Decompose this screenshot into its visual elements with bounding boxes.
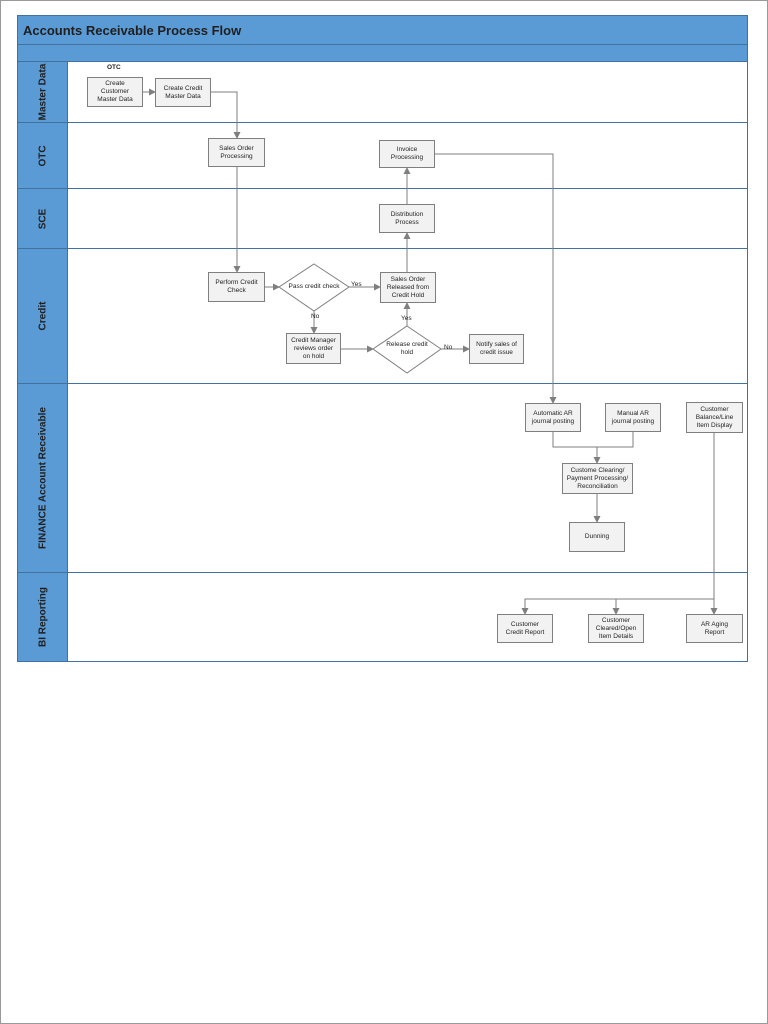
edge-label-yes: Yes — [401, 315, 412, 322]
node-create-credit-master: Create Credit Master Data — [155, 78, 211, 107]
decision-pass-credit-shape — [278, 263, 350, 312]
header-sub-bar — [17, 45, 748, 62]
title-bar: Accounts Receivable Process Flow — [17, 15, 748, 45]
node-so-released-from-hold: Sales Order Released from Credit Hold — [380, 272, 436, 303]
lane-sce: SCE — [17, 189, 748, 249]
node-manual-ar-posting: Manual AR journal posting — [605, 403, 661, 432]
diagram-title: Accounts Receivable Process Flow — [23, 23, 242, 38]
edge-ar-merge — [552, 432, 634, 448]
node-sales-order-processing: Sales Order Processing — [208, 138, 265, 167]
lane-header: FINANCE Account Receivable — [18, 384, 68, 572]
lane-header: BI Reporting — [18, 573, 68, 661]
lane-header: Master Data — [18, 62, 68, 122]
edge-credit-to-sales-order — [211, 91, 241, 139]
node-create-customer-master: Create Customer Master Data — [87, 77, 143, 107]
lane-header: Credit — [18, 249, 68, 383]
lane-credit: Credit — [17, 249, 748, 384]
lane-header: SCE — [18, 189, 68, 248]
node-cleared-open-items: Customer Cleared/Open Item Details — [588, 614, 644, 643]
edge-invoice-to-auto-ar — [435, 153, 557, 404]
node-ar-aging-report: AR Aging Report — [686, 614, 743, 643]
otc-tag: OTC — [107, 64, 121, 71]
node-notify-sales: Notify sales of credit issue — [469, 334, 524, 364]
lane-bi-reporting: BI Reporting — [17, 573, 748, 662]
edge-label-no: No — [444, 344, 453, 351]
node-distribution-process: Distribution Process — [379, 204, 435, 233]
lane-header: OTC — [18, 123, 68, 188]
edge-balance-to-credit-report — [521, 433, 715, 615]
edge-label-yes: Yes — [351, 281, 362, 288]
node-customer-credit-report: Customer Credit Report — [497, 614, 553, 643]
decision-release-hold-shape — [372, 325, 442, 374]
node-credit-manager-review: Credit Manager reviews order on hold — [286, 333, 341, 364]
node-customer-balance-display: Customer Balance/Line Item Display — [686, 402, 743, 433]
edge-label-no: No — [311, 313, 320, 320]
decision-pass-credit-check: Pass credit check — [288, 283, 340, 290]
node-perform-credit-check: Perform Credit Check — [208, 272, 265, 302]
lane-finance: FINANCE Account Receivable — [17, 384, 748, 573]
node-invoice-processing: Invoice Processing — [379, 140, 435, 168]
node-customer-clearing: Custome Clearing/ Payment Processing/ Re… — [562, 463, 633, 494]
decision-release-credit-hold: Release credit hold — [386, 341, 428, 356]
node-automatic-ar-posting: Automatic AR journal posting — [525, 403, 581, 432]
node-dunning: Dunning — [569, 522, 625, 552]
lane-master-data: Master Data — [17, 62, 748, 123]
lane-otc: OTC — [17, 123, 748, 189]
